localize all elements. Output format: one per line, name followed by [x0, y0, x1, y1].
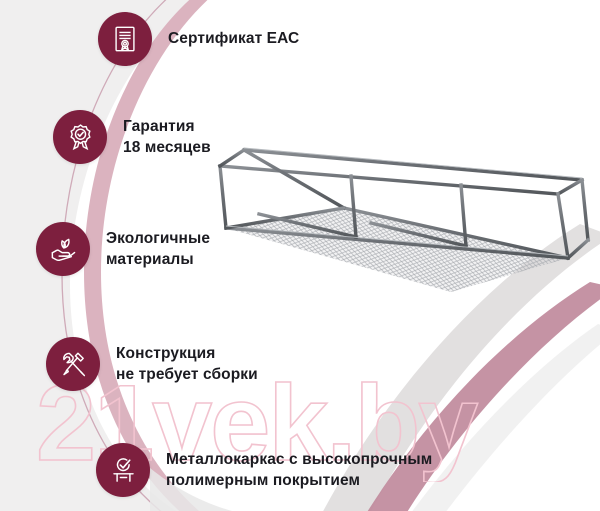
hand-leaf-icon: [51, 238, 75, 261]
feature-label: Конструкция не требует сборки: [116, 344, 258, 383]
tools-icon: [62, 352, 85, 376]
left-grey-panel: [0, 0, 196, 511]
feature-label: Гарантия 18 месяцев: [123, 117, 211, 156]
feature-badge: [96, 443, 150, 497]
feature-item-metal-frame-coating: Металлокаркас с высокопрочным полимерным…: [96, 443, 432, 497]
lower-left-grey-wedge: [150, 468, 232, 511]
feature-item-warranty: Гарантия 18 месяцев: [53, 110, 211, 164]
feature-badge: [36, 222, 90, 276]
feature-item-certificate: Сертификат ЕАС: [98, 12, 299, 66]
left-mauve-band: [84, 0, 208, 511]
feature-badge: [98, 12, 152, 66]
feature-item-eco-materials: Экологичные материалы: [36, 222, 210, 276]
feature-badge: [53, 110, 107, 164]
feature-label: Сертификат ЕАС: [168, 30, 300, 48]
bottom-right-mauve-band: [367, 282, 600, 511]
bottom-right-grey-band: [323, 224, 600, 511]
shelf-frame-highlights: [225, 147, 583, 257]
shelf-mesh-floor: [226, 208, 568, 292]
product-image-metal-frame-shelf: [217, 147, 591, 292]
certificate-icon: [115, 26, 135, 52]
feature-badge: [46, 337, 100, 391]
award-badge-icon: [69, 123, 91, 150]
table-check-icon: [112, 457, 134, 482]
shelf-frame: [217, 147, 591, 261]
feature-label: Экологичные материалы: [106, 229, 211, 268]
feature-item-no-assembly: Конструкция не требует сборки: [46, 337, 258, 391]
feature-label: Металлокаркас с высокопрочным полимерным…: [166, 450, 433, 489]
bottom-right-light-sliver: [412, 324, 600, 511]
